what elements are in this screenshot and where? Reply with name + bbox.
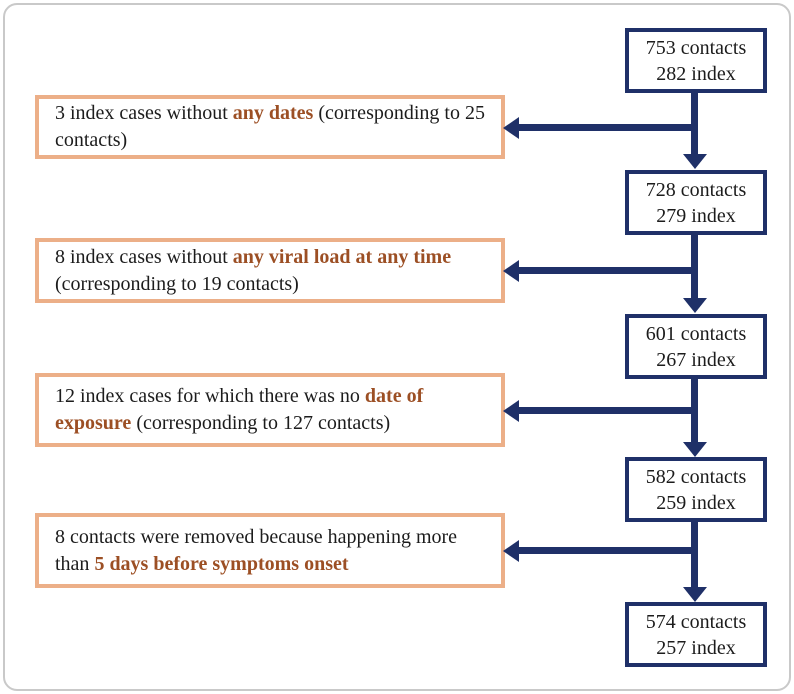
down-arrow-icon: [683, 587, 707, 602]
exclusion-connector-line: [518, 267, 698, 274]
exclusion-text-pre: 8 index cases without: [55, 245, 233, 268]
exclusion-text-pre: 3 index cases without: [55, 102, 233, 124]
exclusion-text-highlight: 5 days before symptoms onset: [94, 552, 349, 575]
exclusion-text-pre: 8 contacts were removed because happenin…: [55, 525, 458, 575]
flow-connector-line: [691, 92, 698, 155]
exclusion-text-post: (corresponding to 25 contacts): [55, 102, 485, 151]
left-arrow-icon: [503, 260, 519, 282]
node-contacts-count: 574 contacts: [645, 610, 747, 633]
flow-node-step-2: 601 contacts 267 index: [625, 314, 767, 379]
exclusion-text: 12 index cases for which there was no da…: [55, 383, 485, 437]
exclusion-text-highlight: date of exposure: [55, 385, 424, 434]
exclusion-box-no-dates: 3 index cases without any dates (corresp…: [35, 95, 505, 159]
exclusion-connector-line: [518, 407, 698, 414]
down-arrow-icon: [683, 442, 707, 457]
flow-connector-line: [691, 234, 698, 299]
node-contacts-count: 582 contacts: [645, 465, 747, 488]
left-arrow-icon: [503, 117, 519, 139]
node-index-count: 257 index: [656, 636, 736, 659]
flow-node-total: 753 contacts 282 index: [625, 28, 767, 93]
exclusion-connector-line: [518, 547, 698, 554]
exclusion-box-no-exposure-date: 12 index cases for which there was no da…: [35, 373, 505, 447]
down-arrow-icon: [683, 298, 707, 313]
flow-node-final: 574 contacts 257 index: [625, 602, 767, 667]
node-contacts-count: 728 contacts: [645, 178, 747, 201]
left-arrow-icon: [503, 540, 519, 562]
exclusion-box-before-onset: 8 contacts were removed because happenin…: [35, 513, 505, 588]
exclusion-text-highlight: any dates: [232, 102, 314, 124]
exclusion-text: 8 index cases without any viral load at …: [55, 244, 485, 298]
flow-node-step-3: 582 contacts 259 index: [625, 457, 767, 522]
node-index-count: 282 index: [656, 62, 736, 85]
exclusion-box-no-viral-load: 8 index cases without any viral load at …: [35, 238, 505, 303]
exclusion-connector-line: [518, 124, 698, 131]
exclusion-text-post: (corresponding to 19 contacts): [55, 272, 299, 295]
exclusion-text: 3 index cases without any dates (corresp…: [55, 100, 485, 154]
node-contacts-count: 601 contacts: [645, 322, 747, 345]
exclusion-text-pre: 12 index cases for which there was no: [55, 385, 365, 407]
exclusion-text-post: (corresponding to 127 contacts): [131, 412, 391, 434]
exclusion-text: 8 contacts were removed because happenin…: [55, 524, 485, 578]
exclusion-text-highlight: any viral load at any time: [232, 245, 452, 268]
flow-connector-line: [691, 521, 698, 588]
node-index-count: 267 index: [656, 348, 736, 371]
node-index-count: 259 index: [656, 491, 736, 514]
node-contacts-count: 753 contacts: [645, 36, 747, 59]
flow-node-step-1: 728 contacts 279 index: [625, 170, 767, 235]
node-index-count: 279 index: [656, 204, 736, 227]
down-arrow-icon: [683, 154, 707, 169]
left-arrow-icon: [503, 400, 519, 422]
